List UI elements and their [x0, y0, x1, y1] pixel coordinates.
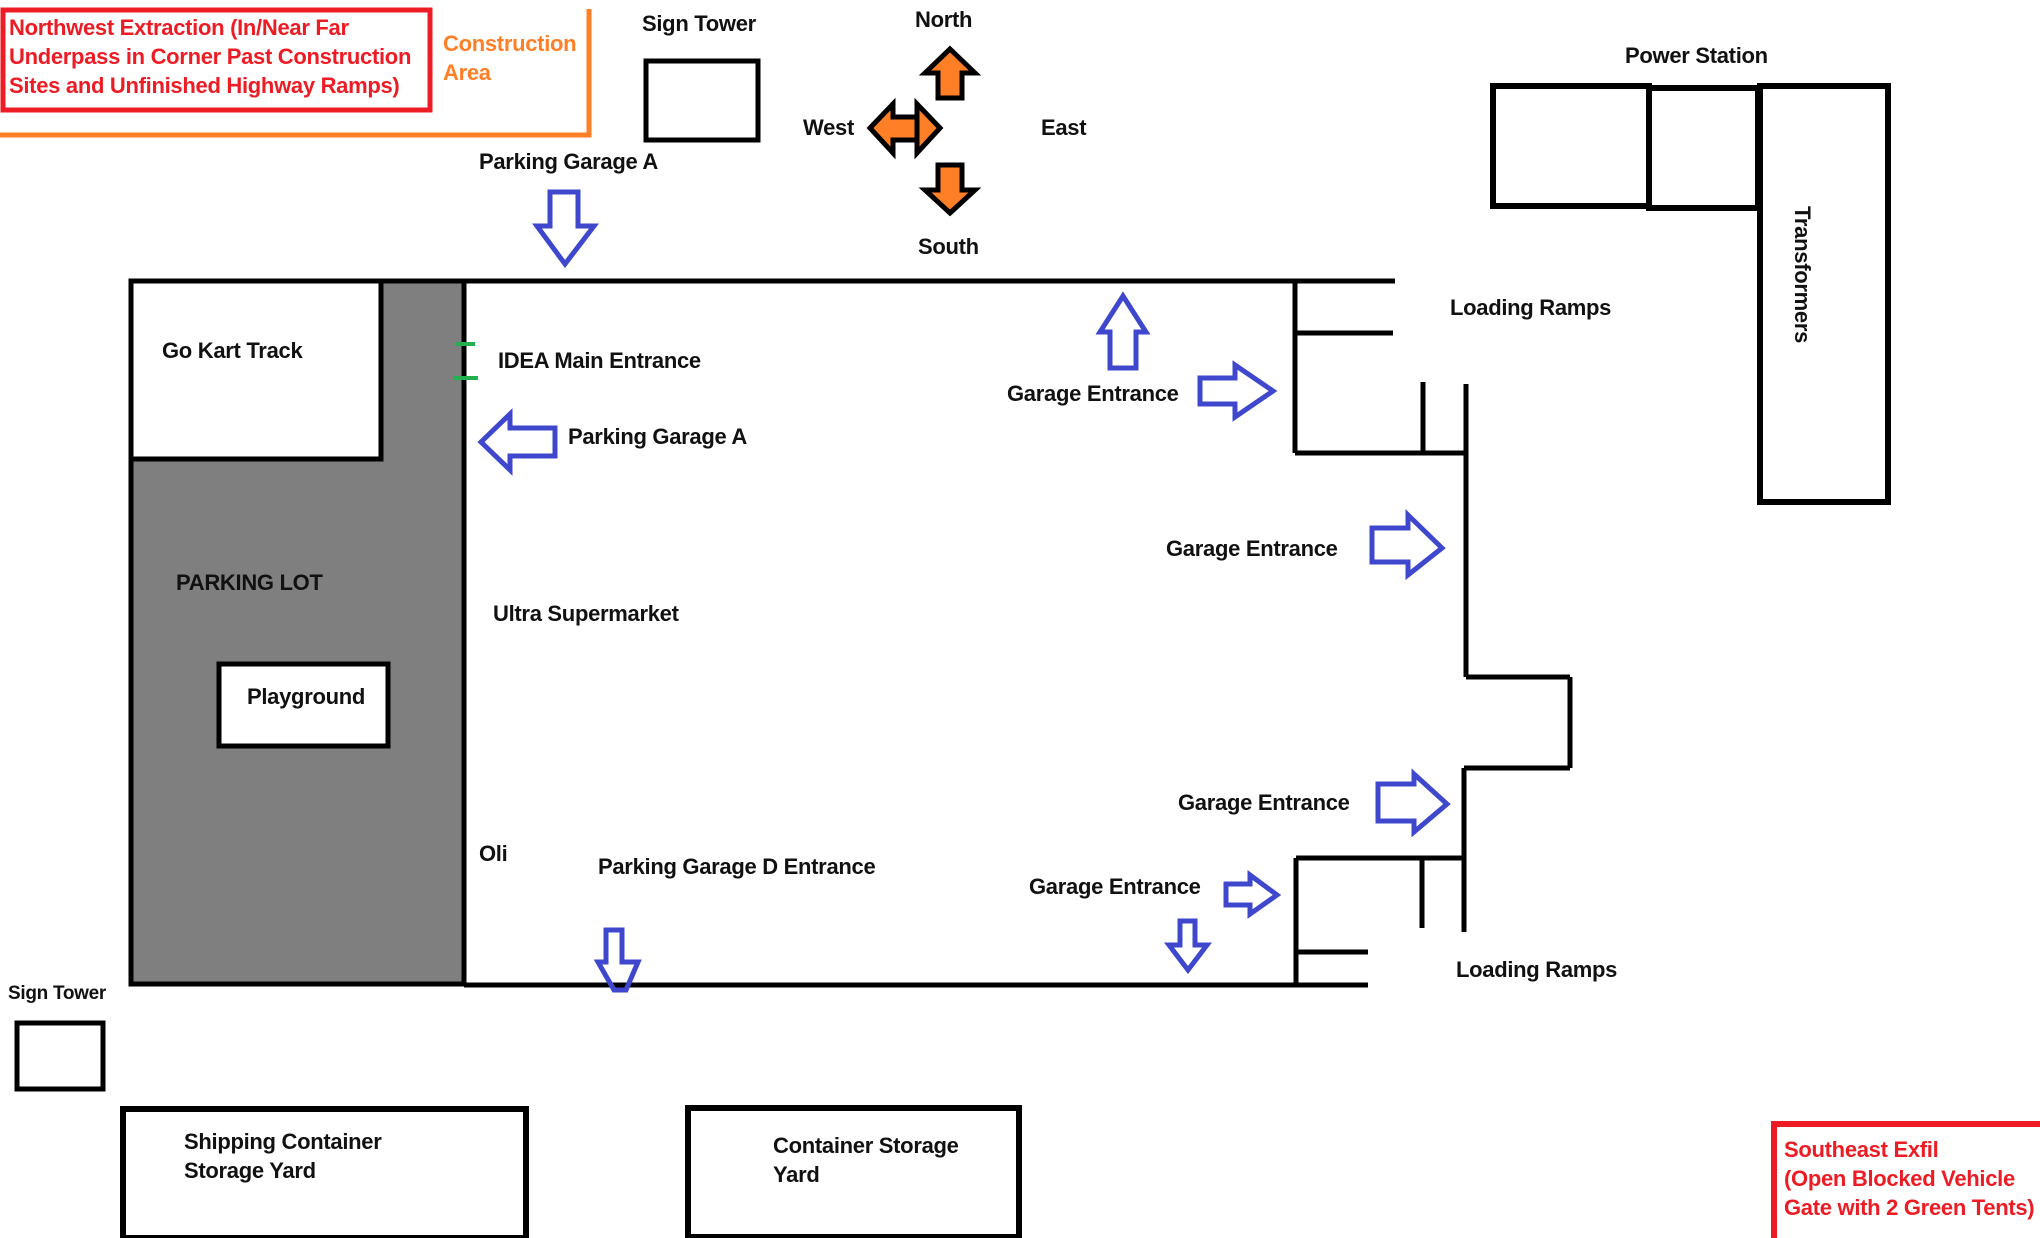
sign-tower-south	[14, 1020, 106, 1092]
parking-lot-label: PARKING LOT	[176, 570, 323, 595]
arrow-garage-entrance-se-down	[1163, 918, 1213, 975]
transformers-label: Transformers	[1790, 206, 1815, 344]
container-storage-yard-label: Container Storage Yard	[773, 1133, 959, 1187]
playground-box	[216, 661, 391, 749]
arrow-garage-entrance-e1	[1369, 509, 1446, 581]
compass-north-label: North	[915, 7, 973, 32]
compass-north-arrow	[918, 45, 982, 101]
compass-south-label: South	[918, 234, 979, 259]
go-kart-track-box	[128, 278, 384, 462]
loading-ramps-south-label: Loading Ramps	[1456, 957, 1618, 982]
sign-tower-north-label: Sign Tower	[642, 11, 756, 36]
go-kart-track-label: Go Kart Track	[162, 338, 303, 363]
compass-west-label: West	[803, 115, 854, 140]
power-station	[1490, 83, 1891, 505]
compass-east-label: East	[1041, 115, 1087, 140]
arrow-parking-garage-a-top	[532, 189, 600, 269]
idea-main-entrance-marker	[453, 342, 478, 380]
compass-south-arrow	[918, 162, 982, 217]
arrow-garage-entrance-ne-up	[1095, 291, 1151, 371]
oli-label: Oli	[479, 841, 508, 866]
arrow-garage-entrance-ne-right	[1197, 360, 1278, 422]
garage-entrance-se-label: Garage Entrance	[1029, 874, 1201, 899]
northwest-extraction-label: Northwest Extraction (In/Near Far Underp…	[9, 15, 412, 98]
supermarket-label: Ultra Supermarket	[493, 601, 679, 626]
garage-entrance-e1-label: Garage Entrance	[1166, 536, 1338, 561]
parking-garage-a-west-label: Parking Garage A	[568, 424, 748, 449]
loading-ramps-north-label: Loading Ramps	[1450, 295, 1612, 320]
compass-west-arrow	[866, 97, 920, 160]
power-station-label: Power Station	[1625, 43, 1768, 68]
playground-label: Playground	[247, 684, 366, 709]
sign-tower-north	[643, 58, 761, 143]
garage-entrance-e2-label: Garage Entrance	[1178, 790, 1350, 815]
shipping-container-yard-box	[120, 1106, 529, 1238]
supermarket-walls	[464, 278, 1573, 988]
northwest-extraction-box	[0, 7, 433, 113]
sign-tower-south-label: Sign Tower	[8, 983, 106, 1004]
parking-garage-a-top-label: Parking Garage A	[479, 149, 659, 174]
parking-garage-d-label: Parking Garage D Entrance	[598, 854, 876, 879]
arrow-garage-entrance-e2	[1375, 768, 1451, 838]
southeast-exfil-label: Southeast Exfil (Open Blocked Vehicle Ga…	[1784, 1137, 2035, 1220]
construction-area-label: Construction Area	[443, 31, 577, 85]
construction-area-boundary	[0, 9, 592, 138]
compass	[866, 45, 982, 217]
arrow-parking-garage-d	[593, 927, 642, 993]
container-storage-yard-box	[685, 1105, 1022, 1238]
arrow-garage-entrance-se-right	[1223, 870, 1282, 919]
idea-main-entrance-label: IDEA Main Entrance	[498, 348, 701, 373]
shipping-container-yard-label: Shipping Container Storage Yard	[184, 1129, 382, 1183]
arrow-parking-garage-a-west	[477, 408, 558, 476]
southeast-exfil-box	[1771, 1121, 2040, 1238]
garage-entrance-ne-label: Garage Entrance	[1007, 381, 1179, 406]
